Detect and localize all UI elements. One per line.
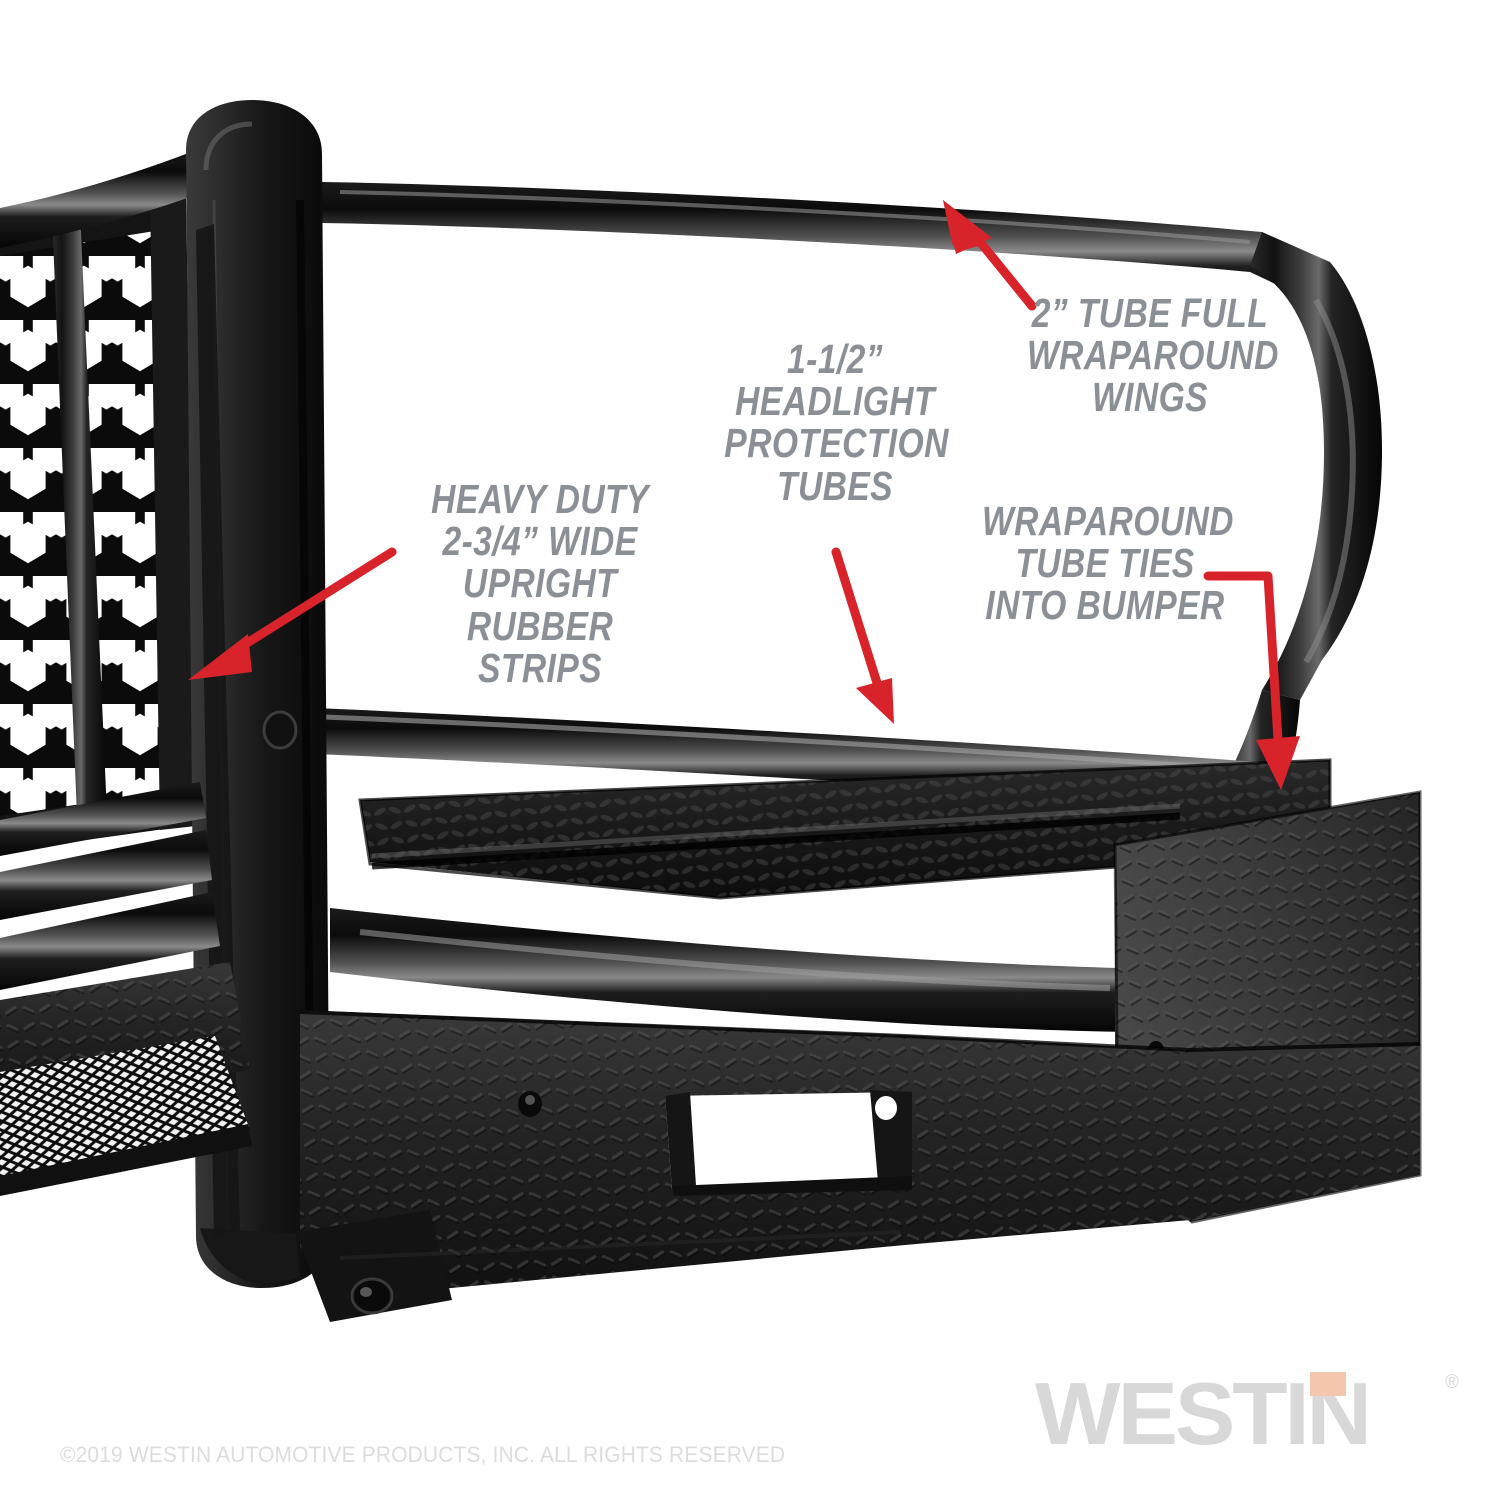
westin-logo-accent-dot	[1310, 1372, 1346, 1396]
bumper-cutout-opening	[665, 1090, 912, 1196]
left-wing-tube	[0, 150, 210, 248]
westin-logo: WESTIN ®	[1035, 1368, 1459, 1460]
left-lower-tube-c	[0, 892, 220, 990]
left-lower-tube-b	[0, 830, 212, 920]
copyright-notice: ©2019 WESTIN AUTOMOTIVE PRODUCTS, INC. A…	[60, 1442, 786, 1467]
callout-headlight-tubes: 1-1/2” HEADLIGHT PROTECTION TUBES	[724, 336, 949, 509]
bumper-front-tube	[330, 908, 1130, 1032]
top-frame-tube	[322, 182, 1330, 306]
right-wraparound-wing	[1250, 232, 1382, 700]
callout-rubber-strips: HEAVY DUTY 2-3/4” WIDE UPRIGHT RUBBER ST…	[431, 476, 649, 691]
registered-trademark-symbol: ®	[1445, 1372, 1459, 1393]
westin-logo-text: WESTIN	[1035, 1364, 1372, 1463]
callout-wraparound-wings: 2” TUBE FULL WRAPAROUND WINGS	[1027, 290, 1279, 421]
left-lower-tube-a	[0, 782, 206, 856]
mounting-bracket	[296, 1210, 452, 1322]
callout-tube-ties: WRAPAROUND TUBE TIES INTO BUMPER	[982, 498, 1234, 629]
